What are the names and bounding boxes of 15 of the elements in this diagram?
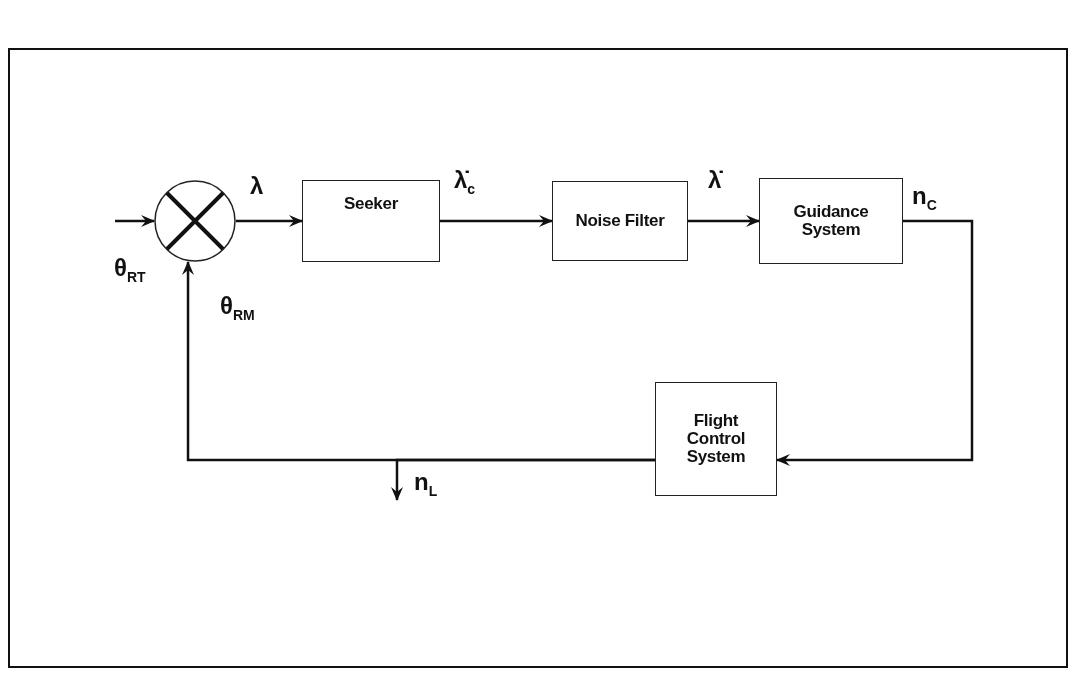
box-label: Seeker [344, 195, 398, 213]
summing-junction [154, 180, 236, 262]
arrow [236, 215, 303, 227]
arrow [440, 215, 553, 227]
arrow [391, 458, 655, 501]
process-box [759, 178, 903, 264]
arrow [688, 215, 760, 227]
arrow [115, 215, 155, 227]
box-label: Flight Control System [685, 412, 747, 466]
process-box [655, 382, 777, 496]
process-box [552, 181, 688, 261]
arrow [776, 219, 974, 466]
box-label: Noise Filter [575, 212, 665, 230]
box-label: Guidance System [792, 203, 870, 239]
process-box [302, 180, 440, 262]
